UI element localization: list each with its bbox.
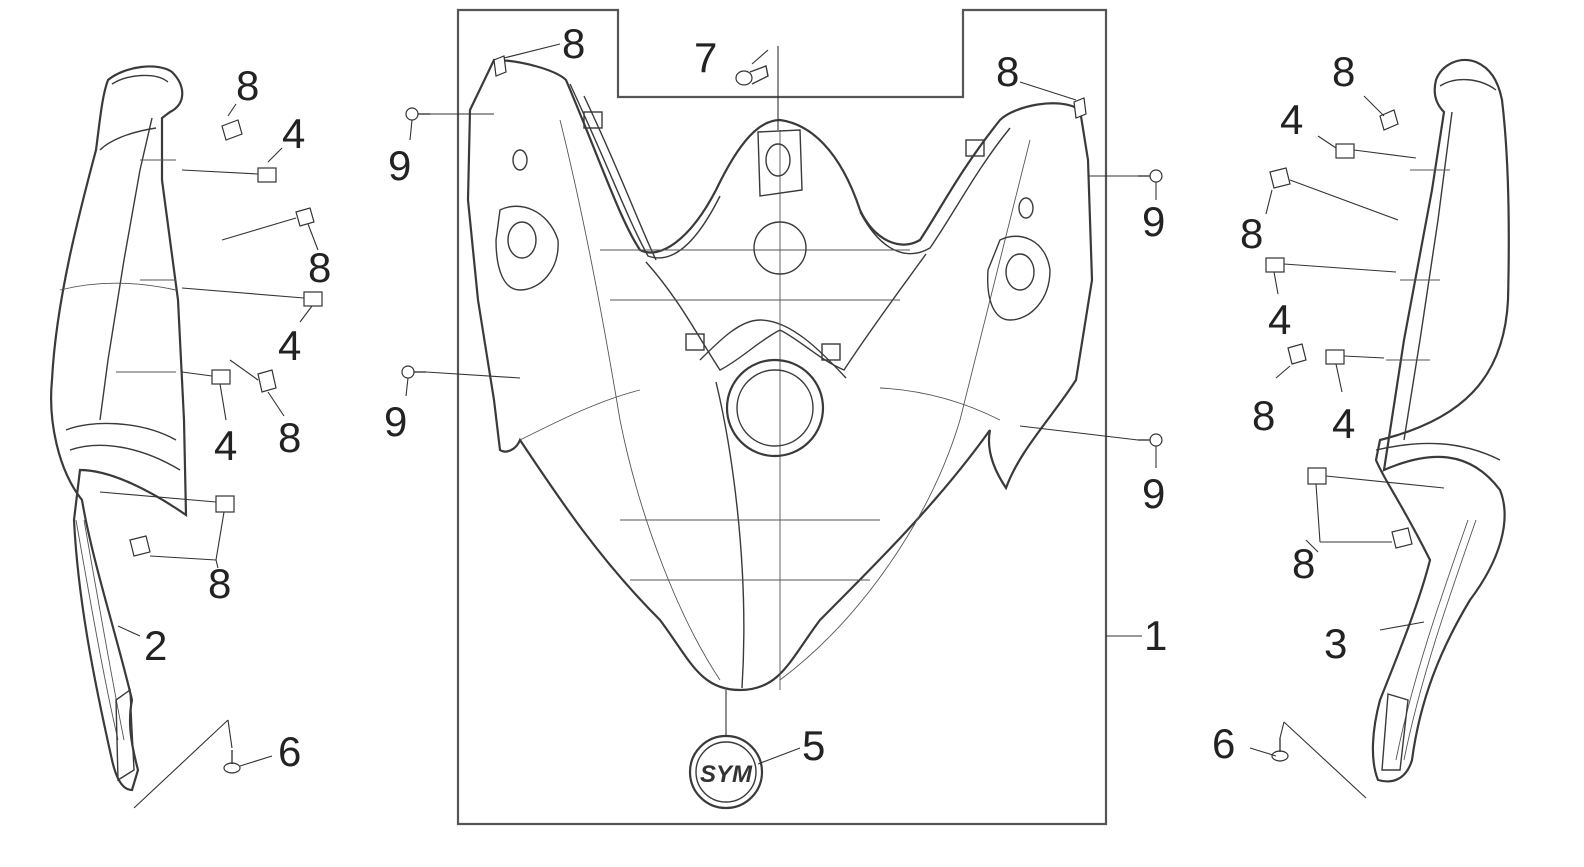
sym-emblem-text: SYM xyxy=(700,761,753,788)
callout-8-center-left: 8 xyxy=(562,20,585,67)
screw-6-right xyxy=(1271,738,1289,762)
callout-6-right: 6 xyxy=(1212,720,1235,767)
clip-8-right-2 xyxy=(1269,167,1291,189)
callout-5: 5 xyxy=(802,722,825,769)
leader-lines xyxy=(99,46,1445,809)
callout-4-left-top: 4 xyxy=(282,110,305,157)
callout-8-left-bottom: 8 xyxy=(208,560,231,607)
screw-7 xyxy=(735,65,769,86)
callout-8-right-top: 8 xyxy=(1332,48,1355,95)
screw-9-lower-right xyxy=(1138,433,1163,447)
clip-8-center-left xyxy=(493,55,507,77)
clip-nut-4-right-3 xyxy=(1325,349,1345,365)
screw-9-upper-left xyxy=(405,107,430,121)
sym-emblem: SYM xyxy=(688,734,764,810)
clip-8-center-right xyxy=(1073,97,1087,119)
callout-8-left-mid: 8 xyxy=(308,244,331,291)
callout-8-right-bottom: 8 xyxy=(1292,540,1315,587)
clip-nut-4-right-1 xyxy=(1335,143,1355,159)
clip-nut-4-left-3 xyxy=(211,369,231,385)
callout-9-lower-left: 9 xyxy=(384,398,407,445)
callout-1: 1 xyxy=(1144,612,1167,659)
clip-8-right-1 xyxy=(1379,109,1399,131)
callout-9-upper-left: 9 xyxy=(388,142,411,189)
screw-9-lower-left xyxy=(401,365,426,379)
clip-8-left-5 xyxy=(129,535,151,557)
screw-6-left xyxy=(223,750,241,774)
clip-nut-4-left-2 xyxy=(303,291,323,307)
screw-9-upper-right xyxy=(1138,169,1163,183)
callout-6-left: 6 xyxy=(278,728,301,775)
front-panel-frame xyxy=(456,8,1108,826)
front-panel xyxy=(466,58,1094,692)
clip-8-right-4 xyxy=(1307,467,1327,485)
clip-8-left-1 xyxy=(221,119,243,141)
right-side-cover xyxy=(1371,58,1510,783)
callout-8-left-top: 8 xyxy=(236,62,259,109)
callout-2: 2 xyxy=(144,622,167,669)
callout-8-right-mid: 8 xyxy=(1252,392,1275,439)
callout-9-lower-right: 9 xyxy=(1142,470,1165,517)
clip-8-left-4 xyxy=(215,495,235,513)
callout-4-right-top: 4 xyxy=(1280,96,1303,143)
callout-9-upper-right: 9 xyxy=(1142,198,1165,245)
callout-pointers xyxy=(117,43,1425,767)
callout-8-right-upper: 8 xyxy=(1240,210,1263,257)
callout-4-left-low: 4 xyxy=(214,422,237,469)
callout-8-center-right: 8 xyxy=(996,48,1019,95)
callout-7: 7 xyxy=(694,34,717,81)
callout-4-left-mid: 4 xyxy=(278,322,301,369)
callout-4-right-low: 4 xyxy=(1332,400,1355,447)
callout-8-left-low: 8 xyxy=(278,414,301,461)
left-side-cover xyxy=(50,65,188,792)
clip-8-right-3 xyxy=(1287,343,1307,365)
clip-8-right-5 xyxy=(1391,527,1413,549)
clip-8-left-2 xyxy=(295,207,315,227)
clip-nut-4-left-1 xyxy=(257,167,277,183)
clip-nut-4-right-2 xyxy=(1265,257,1285,273)
clip-8-left-3 xyxy=(257,369,277,393)
callout-4-right-mid: 4 xyxy=(1268,296,1291,343)
callout-3: 3 xyxy=(1324,620,1347,667)
